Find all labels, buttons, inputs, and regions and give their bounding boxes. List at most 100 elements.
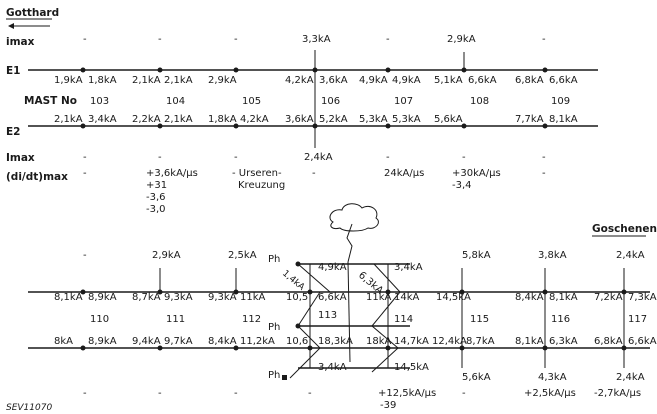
imax-top-label: imax [6, 36, 35, 48]
mast-number-106: 106 [321, 96, 340, 107]
lower-e2-value: 8kA [54, 336, 73, 347]
upper-e2-value: 7,7kA [515, 114, 544, 125]
upper-e2-value: 5,3kA [392, 114, 421, 125]
lower-e1-value: 7,2kA [594, 292, 623, 303]
lower-e2-value: 11,2kA [240, 336, 275, 347]
upper-e1-value: 3,6kA [319, 75, 348, 86]
upper-e1-value: 4,9kA [359, 75, 388, 86]
upper-imax-106: 3,3kA [302, 34, 331, 45]
didt-value: -3,0 [146, 204, 166, 215]
mast-number-105: 105 [242, 96, 261, 107]
mast-number-117: 117 [628, 314, 647, 325]
lower-e1-value: 7,3kA [628, 292, 657, 303]
lower-e2-value: 8,7kA [466, 336, 495, 347]
upper-e1-value: 4,9kA [392, 75, 421, 86]
mast-number-113: 113 [318, 310, 337, 321]
lower-top-value: 3,8kA [538, 250, 567, 261]
didt-value: +31 [146, 180, 167, 191]
upper-e1-value: 4,2kA [285, 75, 314, 86]
gotthard-arrowhead [8, 23, 14, 29]
lower-e2-value: 18kA [366, 336, 392, 347]
lower-e2-value: 18,3kA [318, 336, 353, 347]
mast-nodes-upper [80, 67, 548, 129]
didt-value: 24kA/µs [384, 168, 424, 179]
lower-e1-value: 8,1kA [54, 292, 83, 303]
lower-e1-value: 8,4kA [515, 292, 544, 303]
mast-number-104: 104 [166, 96, 185, 107]
mast-number-108: 108 [470, 96, 489, 107]
mast-nodes-lower [80, 261, 627, 380]
lower-e1-value: 11kA [240, 292, 266, 303]
lower-bottom-line: +2,5kA/µs [524, 388, 576, 399]
upper-imax-109: - [542, 34, 546, 45]
upper-e1-value: 1,8kA [88, 75, 117, 86]
didt-value: Kreuzung [238, 180, 285, 191]
lower-top-value: - [83, 250, 87, 261]
lower-e1-value: 6,6kA [318, 292, 347, 303]
lower-bottom-line: - [308, 388, 312, 399]
upper-e2-value: 5,2kA [319, 114, 348, 125]
upper-e2-value: 3,4kA [88, 114, 117, 125]
didt-value: -3,6 [146, 192, 166, 203]
e1-label: E1 [6, 65, 20, 77]
upper-e2-value: 5,3kA [359, 114, 388, 125]
lower-e2-value: 12,4kA [432, 336, 467, 347]
upper-imax-103: - [83, 34, 87, 45]
lower-top-value: 2,9kA [152, 250, 181, 261]
upper-e1-value: 2,1kA [132, 75, 161, 86]
didt-value: - Urseren- [232, 168, 282, 179]
didt-value: - [312, 168, 316, 179]
lower-e2-value: 6,8kA [594, 336, 623, 347]
lower-top-value: 5,8kA [462, 250, 491, 261]
lower-bottom-value: 2,4kA [616, 372, 645, 383]
didt-value: +30kA/µs [452, 168, 501, 179]
upper-e1-value: 6,6kA [468, 75, 497, 86]
mast-number-114: 114 [394, 314, 413, 325]
upper-imax-low: 2,4kA [304, 152, 333, 163]
upper-e1-value: 5,1kA [434, 75, 463, 86]
upper-e1-value: 1,9kA [54, 75, 83, 86]
didt-value: -3,4 [452, 180, 472, 191]
lower-e1-value: 14,5kA [436, 292, 471, 303]
thundercloud-icon [329, 203, 379, 232]
upper-imax-low: - [83, 152, 87, 163]
lower-bottom-line: - [158, 388, 162, 399]
mast-number-111: 111 [166, 314, 185, 325]
upper-imax-low: - [542, 152, 546, 163]
upper-e2-value: 3,6kA [285, 114, 314, 125]
upper-e2-value: 1,8kA [208, 114, 237, 125]
mast-number-107: 107 [394, 96, 413, 107]
lower-e1-value: 8,1kA [549, 292, 578, 303]
upper-e2-value: 2,2kA [132, 114, 161, 125]
lower-bottom-line: -2,7kA/µs [594, 388, 641, 399]
lightning-bolt-icon [346, 223, 353, 263]
upper-imax-107: - [386, 34, 390, 45]
upper-e2-value: 5,6kA [434, 114, 463, 125]
lower-e2-value: 9,7kA [164, 336, 193, 347]
lower-e1-value: 9,3kA [208, 292, 237, 303]
upper-e2-value: 2,1kA [164, 114, 193, 125]
e2-label: E2 [6, 126, 20, 138]
lower-e1-value: 8,7kA [132, 292, 161, 303]
gotthard-label: Gotthard [6, 7, 59, 19]
insulator-links [289, 263, 401, 379]
lower-e2-value: 6,3kA [549, 336, 578, 347]
mast-number-103: 103 [90, 96, 109, 107]
upper-imax-105: - [234, 34, 238, 45]
lower-e1-value: 8,9kA [88, 292, 117, 303]
lower-bottom-line: - [83, 388, 87, 399]
imax-bottom-label: Imax [6, 152, 35, 164]
upper-imax-low: - [462, 152, 466, 163]
mast-number-115: 115 [470, 314, 489, 325]
upper-imax-low: - [234, 152, 238, 163]
upper-imax-108: 2,9kA [447, 34, 476, 45]
lower-e2-value: 6,6kA [628, 336, 657, 347]
upper-e2-value: 8,1kA [549, 114, 578, 125]
didt-value: - [542, 168, 546, 179]
lower-bottom-value: 14,5kA [394, 362, 429, 373]
lower-top-value: 4,9kA [318, 262, 347, 273]
lower-e1-value: 14kA [394, 292, 420, 303]
sev-reference-label: SEV11070 [6, 403, 52, 413]
lower-bottom-value: 3,4kA [318, 362, 347, 373]
